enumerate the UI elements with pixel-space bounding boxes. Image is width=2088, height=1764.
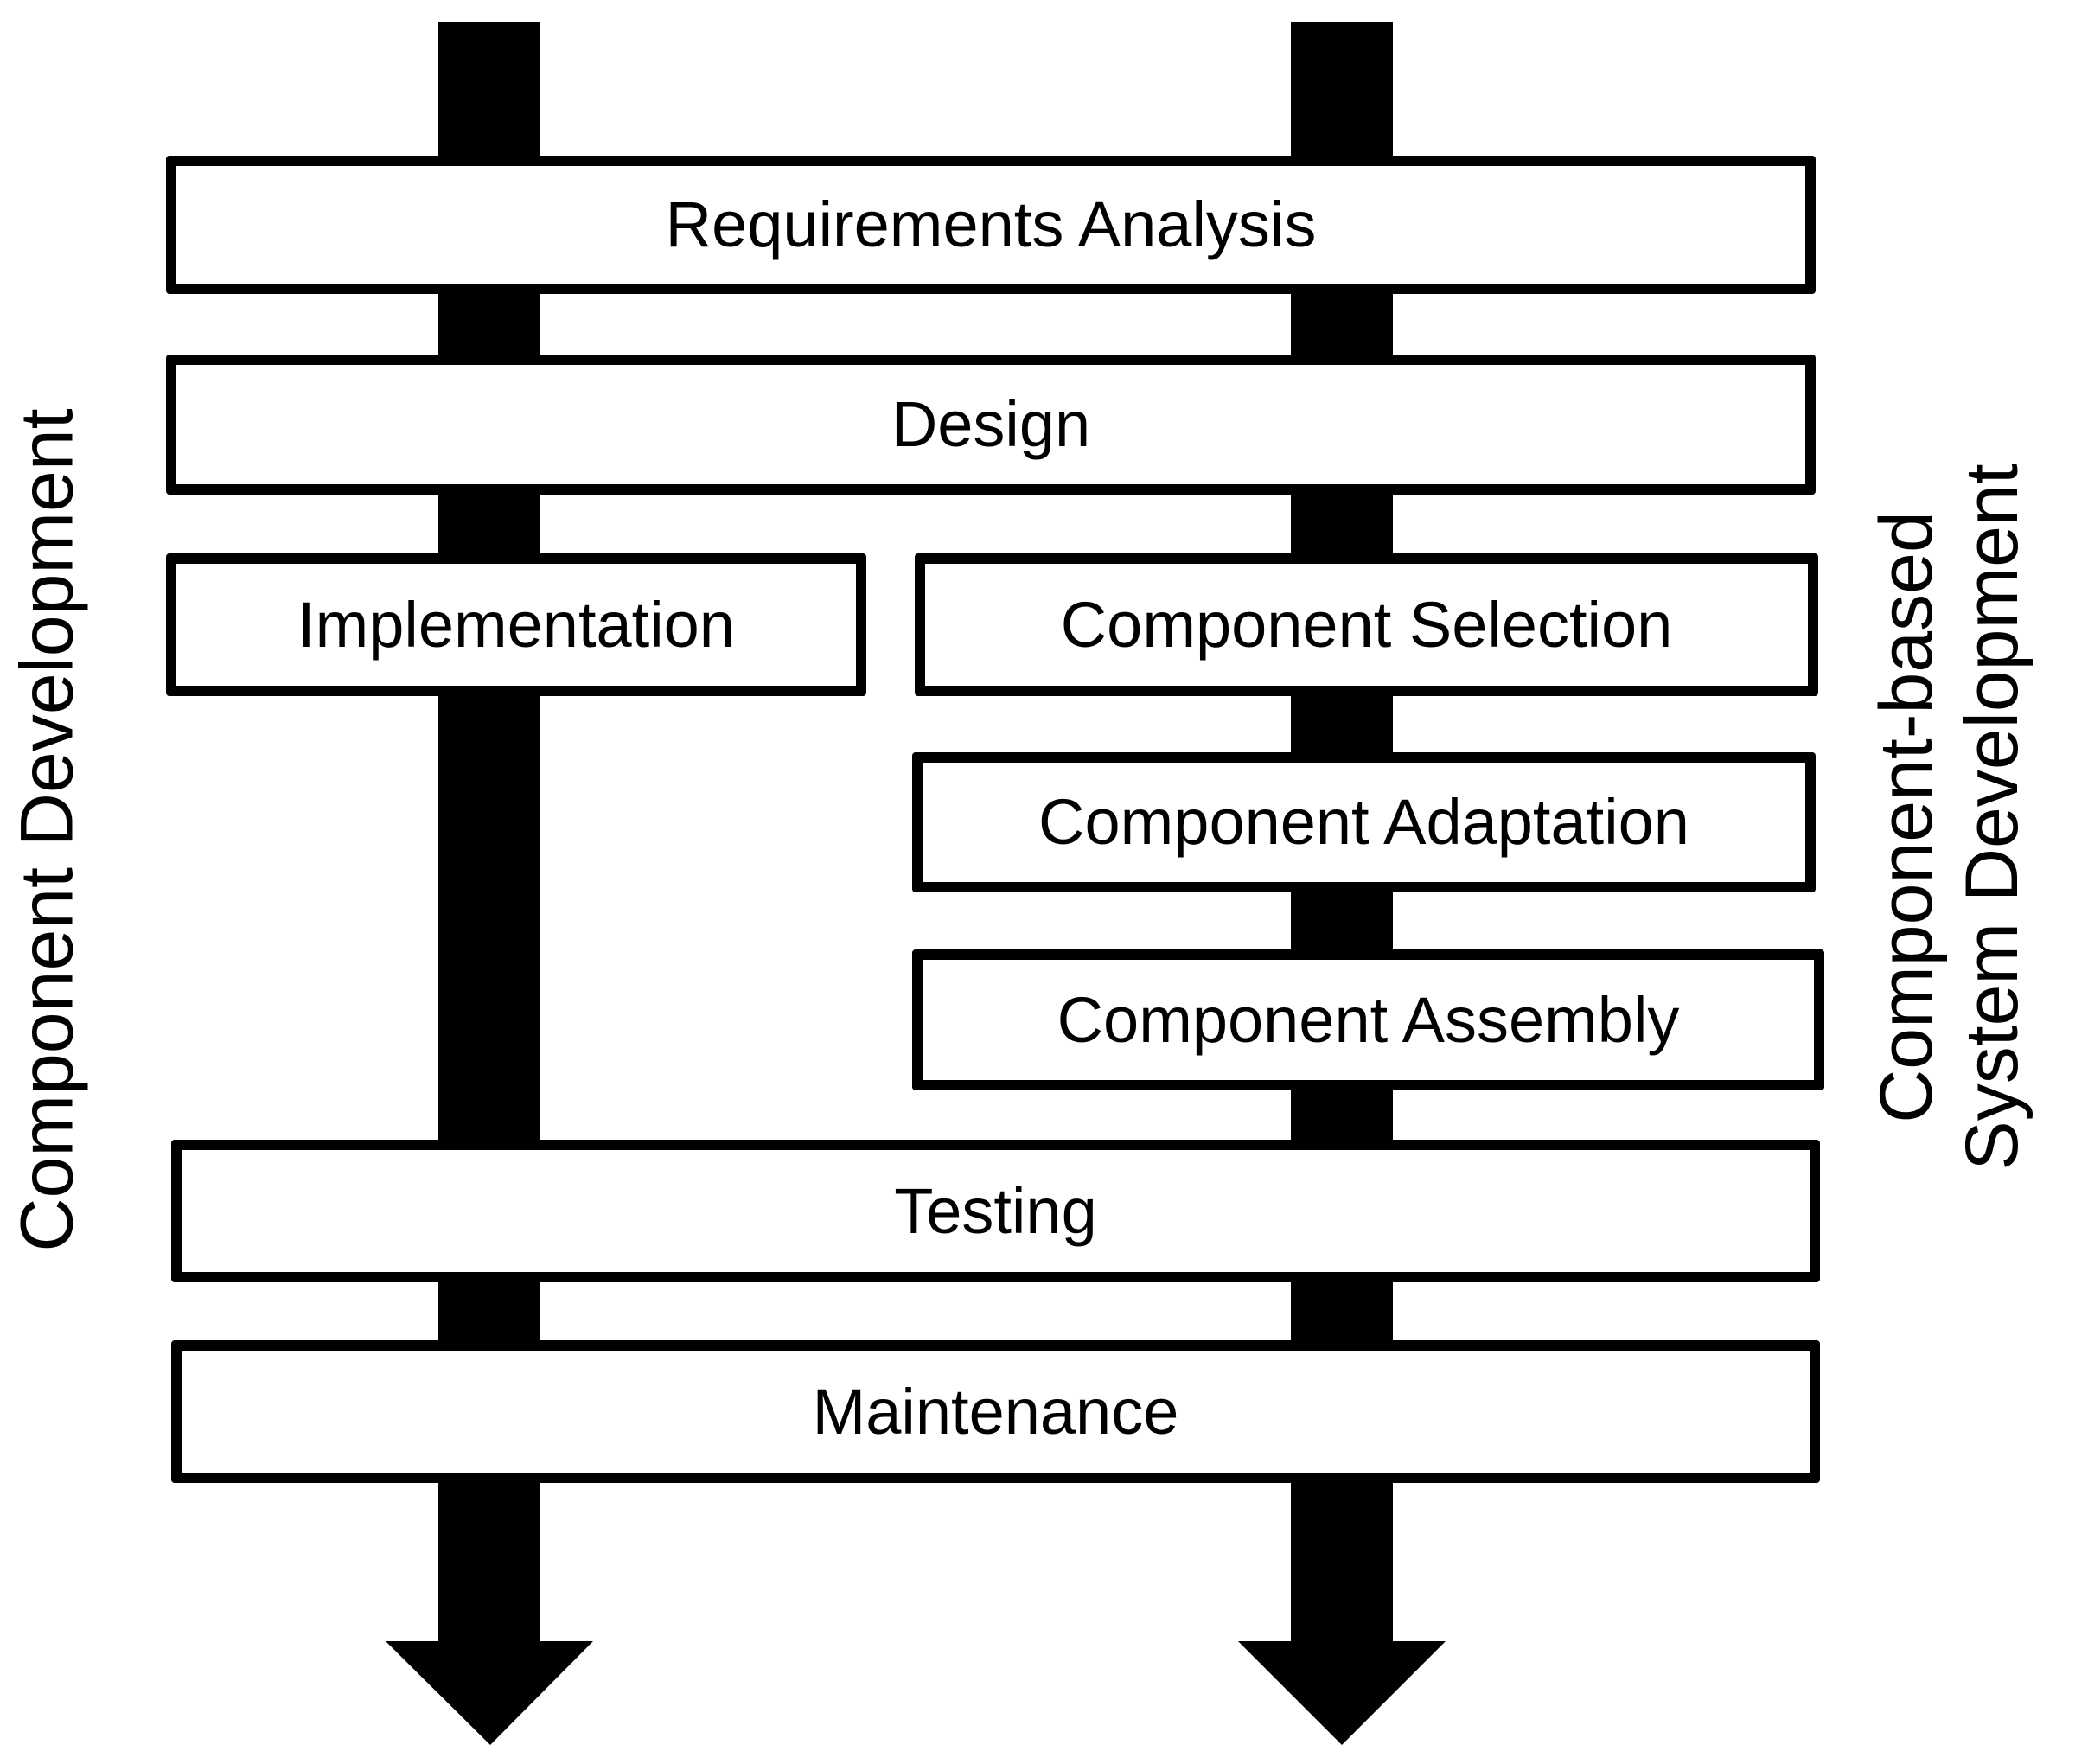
implementation-label: Implementation: [297, 588, 735, 661]
component-assembly-label: Component Assembly: [1057, 983, 1680, 1056]
component-development-text: Component Development: [5, 408, 89, 1252]
component-based-text: Component-based: [1865, 511, 1949, 1123]
testing-box: Testing: [171, 1140, 1820, 1282]
system-development-text: System Development: [1951, 463, 2034, 1171]
component-adaptation-box: Component Adaptation: [912, 752, 1816, 892]
component-based-system-development-track-label: Component-based System Development: [1864, 463, 2035, 1170]
component-assembly-box: Component Assembly: [912, 949, 1824, 1090]
component-selection-label: Component Selection: [1060, 588, 1673, 661]
design-box: Design: [166, 355, 1816, 495]
implementation-box: Implementation: [166, 553, 866, 696]
component-selection-box: Component Selection: [915, 553, 1818, 696]
maintenance-label: Maintenance: [812, 1375, 1179, 1448]
testing-label: Testing: [894, 1174, 1097, 1247]
component-development-track-label: Component Development: [5, 408, 91, 1251]
component-adaptation-label: Component Adaptation: [1038, 786, 1689, 858]
left-track-arrow-head: [386, 1641, 593, 1745]
right-track-arrow-head: [1238, 1641, 1446, 1745]
design-label: Design: [891, 388, 1091, 460]
maintenance-box: Maintenance: [171, 1340, 1820, 1483]
requirements-analysis-box: Requirements Analysis: [166, 156, 1816, 294]
requirements-analysis-label: Requirements Analysis: [665, 189, 1317, 260]
